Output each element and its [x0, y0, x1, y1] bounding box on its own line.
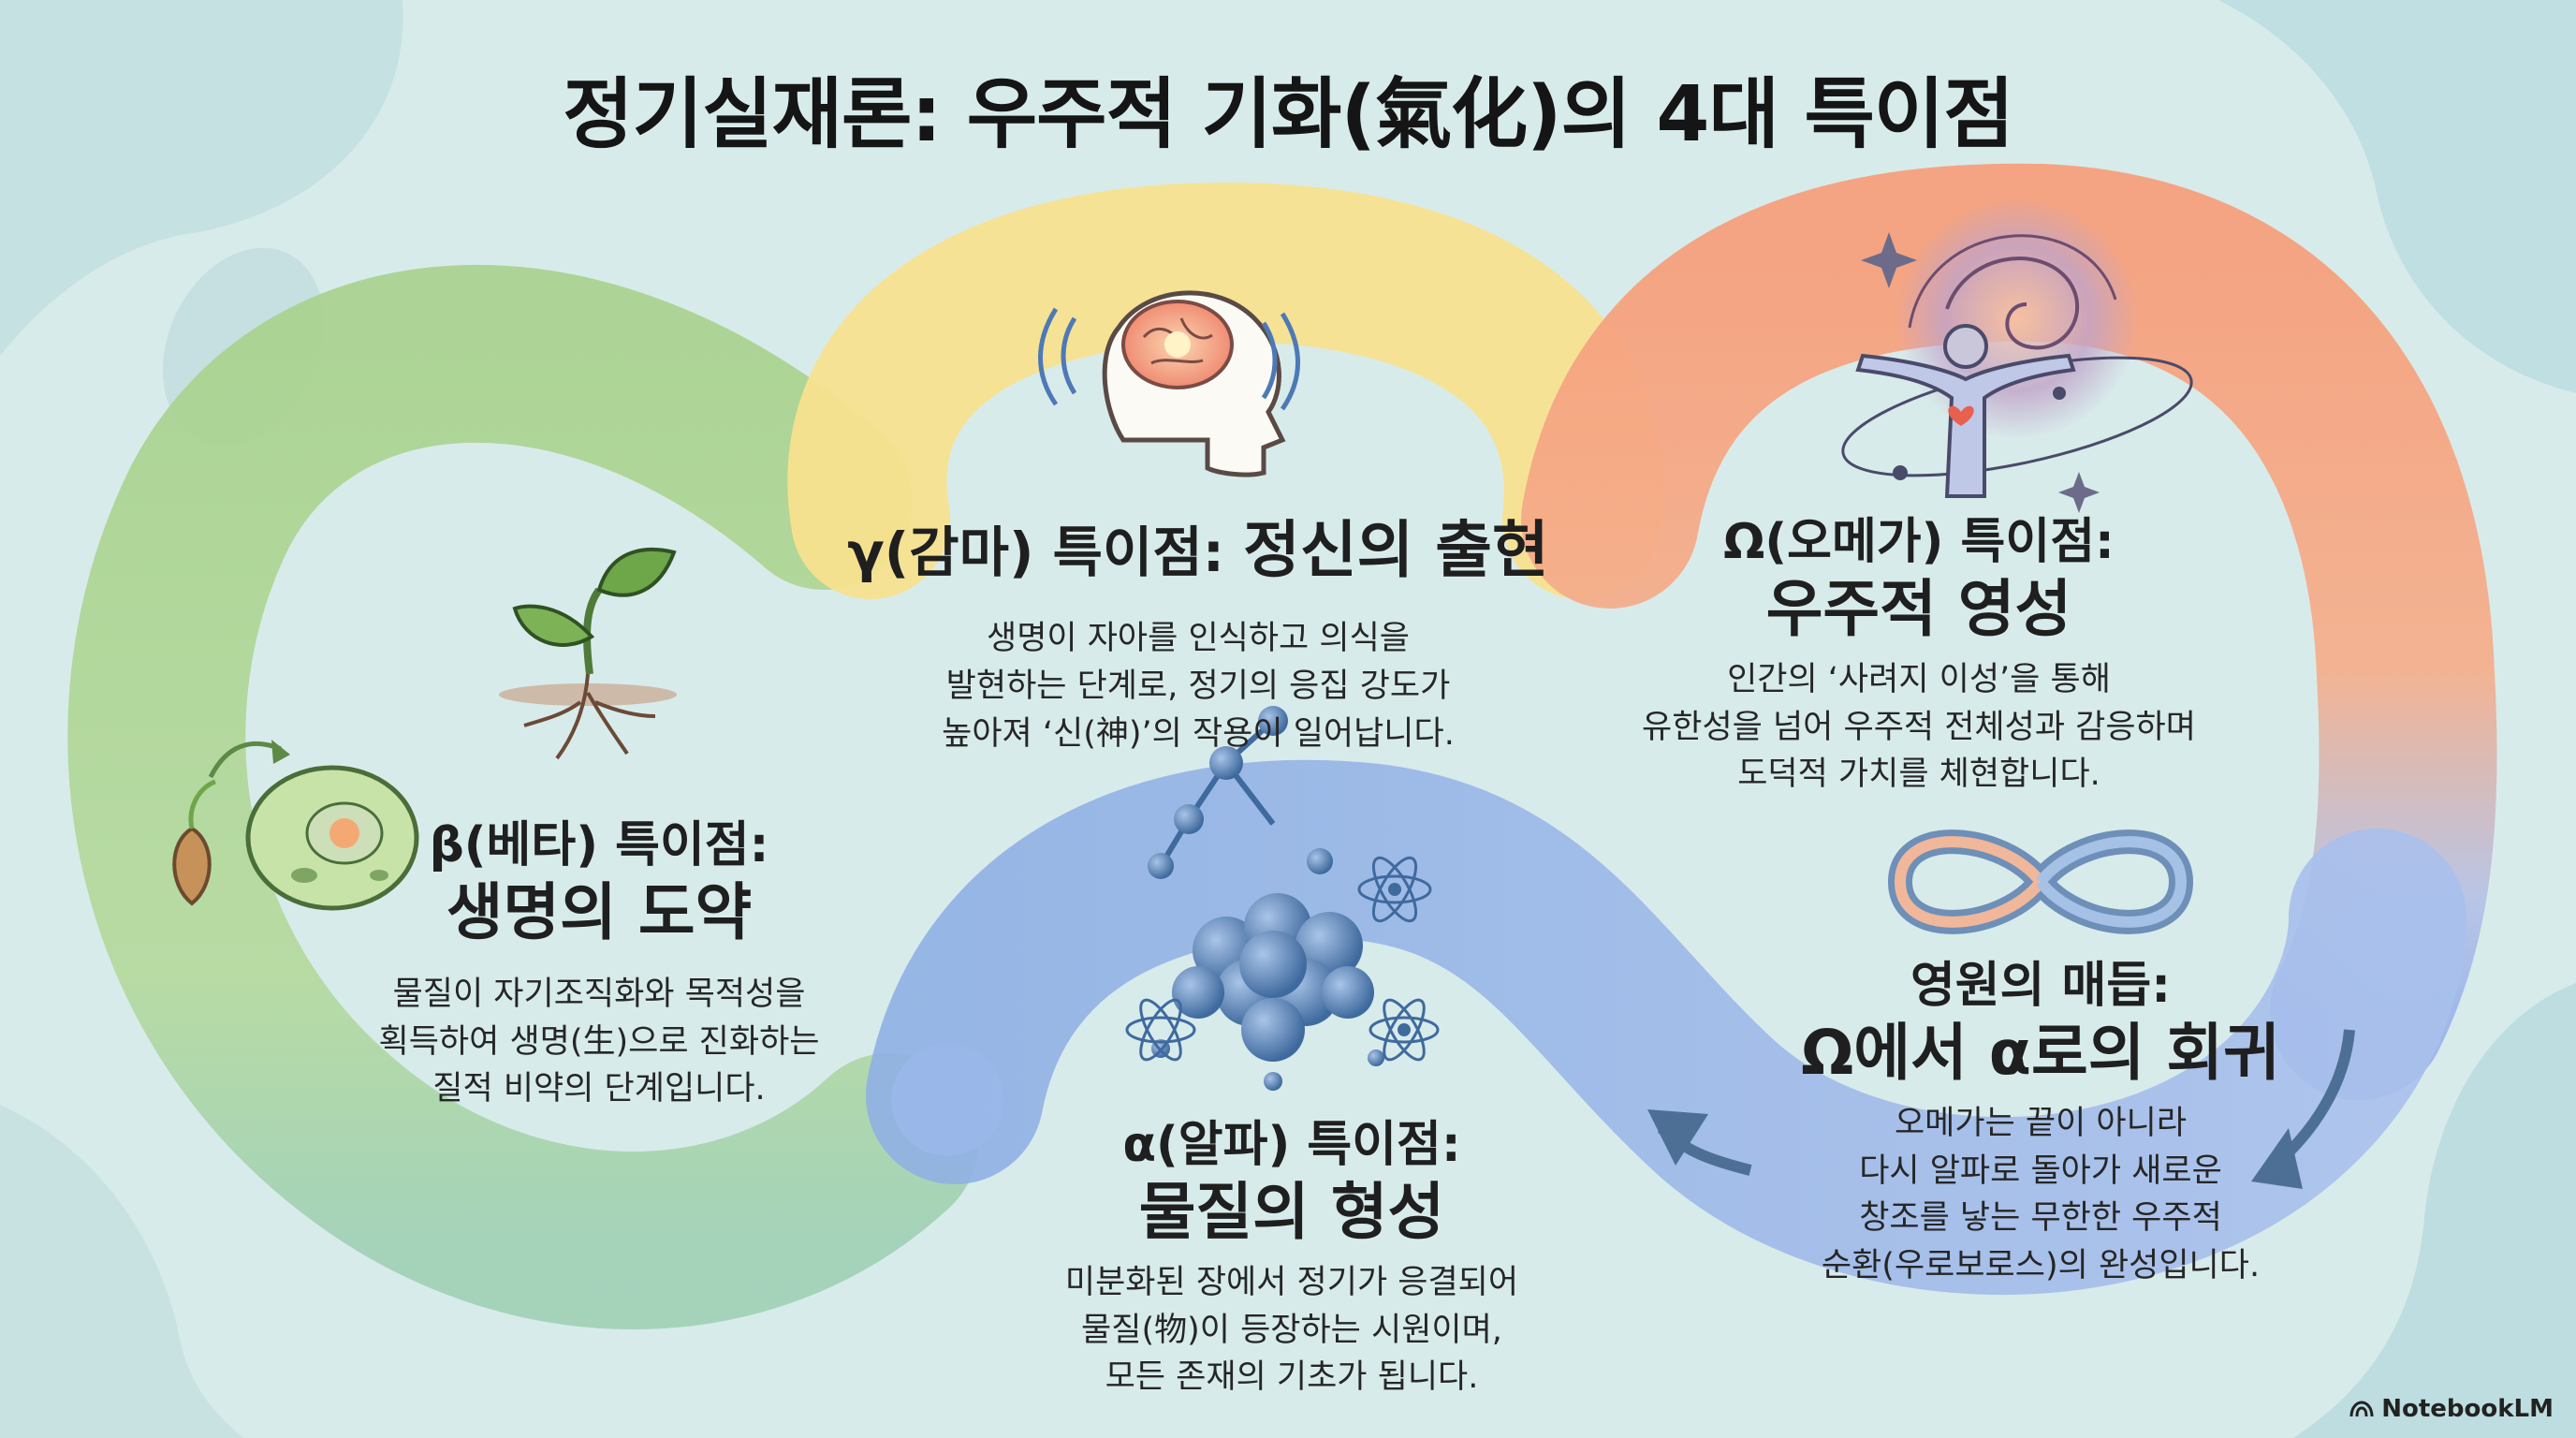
- beta-stage: β(베타) 특이점: 생명의 도약 물질이 자기조직화와 목적성을 획득하여 생…: [318, 816, 880, 1113]
- cell-icon: [245, 765, 419, 911]
- alpha-label: α(알파) 특이점:: [1122, 1117, 1461, 1173]
- gamma-label: γ(감마) 특이점:: [847, 521, 1224, 584]
- page-title: 정기실재론: 우주적 기화(氣化)의 4대 특이점: [563, 70, 2014, 159]
- atom-cluster-icon: [1125, 706, 1440, 1091]
- brand-name: NotebookLM: [2381, 1395, 2554, 1423]
- beta-description: 물질이 자기조직화와 목적성을 획득하여 생명(生)으로 진화하는 질적 비약의…: [378, 975, 820, 1108]
- alpha-description: 미분화된 장에서 정기가 응결되어 물질(物)이 등장하는 시원이며, 모든 존…: [1064, 1263, 1519, 1397]
- gamma-stage: γ(감마) 특이점: 정신의 출현 생명이 자아를 인식하고 의식을 발현하는 …: [805, 513, 1591, 757]
- sprout-icon: [499, 548, 677, 760]
- gamma-heading: γ(감마) 특이점: 정신의 출현: [805, 513, 1591, 587]
- brand-watermark: NotebookLM: [2349, 1395, 2554, 1423]
- beta-name: 생명의 도약: [446, 876, 753, 949]
- gamma-band: [787, 182, 1663, 599]
- seed-icon: [172, 779, 216, 906]
- gamma-description: 생명이 자아를 인식하고 의식을 발현하는 단계로, 정기의 응집 강도가 높아…: [942, 620, 1455, 753]
- brain-lightbulb-icon: [1038, 290, 1300, 477]
- alpha-name: 물질의 형성: [1138, 1176, 1445, 1249]
- omega-description: 인간의 ‘사려지 이성’을 통해 유한성을 넘어 우주적 전체성과 감응하며 도…: [1642, 660, 2196, 794]
- omega-name: 우주적 영성: [1765, 573, 2072, 646]
- beta-band: [67, 264, 978, 1329]
- omega-label: Ω(오메가) 특이점:: [1723, 514, 2115, 570]
- alpha-stage: α(알파) 특이점: 물질의 형성 미분화된 장에서 정기가 응결되어 물질(物…: [1011, 1116, 1573, 1401]
- beta-label: β(베타) 특이점:: [429, 817, 769, 873]
- loop-name: Ω에서 α로의 회귀: [1801, 1017, 2280, 1090]
- gamma-name: 정신의 출현: [1243, 514, 1549, 586]
- cosmic-human-icon: [1841, 197, 2193, 513]
- loop-stage: 영원의 매듭: Ω에서 α로의 회귀 오메가는 끝이 아니라 다시 알파로 돌아…: [1741, 957, 2340, 1290]
- notebooklm-logo-icon: [2349, 1401, 2374, 1417]
- infinity-icon: [1887, 829, 2194, 934]
- omega-stage: Ω(오메가) 특이점: 우주적 영성 인간의 ‘사려지 이성’을 통해 유한성을…: [1610, 513, 2228, 799]
- cycle-arrow-icon: [1647, 1029, 2355, 1189]
- loop-label: 영원의 매듭:: [1910, 958, 2172, 1014]
- loop-description: 오메가는 끝이 아니라 다시 알파로 돌아가 새로운 창조를 낳는 무한한 우주…: [1821, 1104, 2261, 1285]
